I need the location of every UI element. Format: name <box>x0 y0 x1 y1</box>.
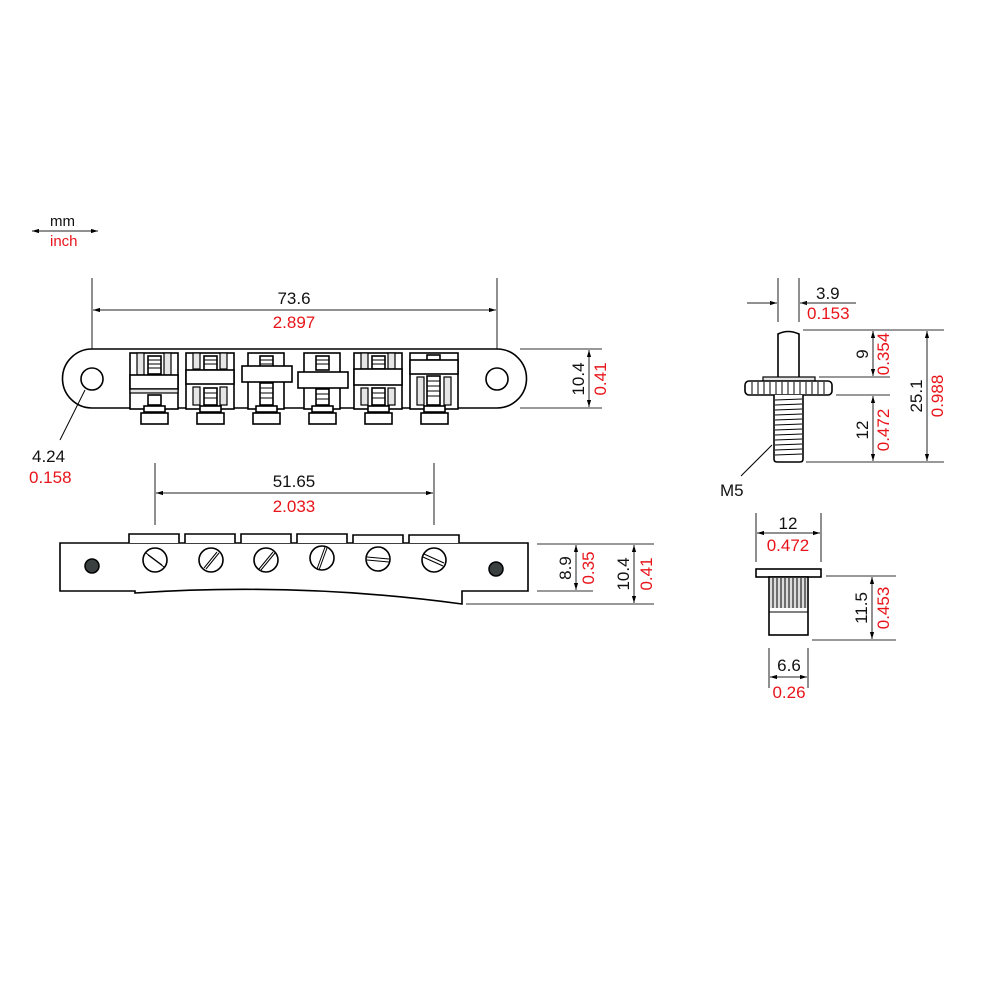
anchor-view: 12 0.472 11.5 0.453 6.6 0.26 <box>755 513 896 702</box>
overall-length-mm: 73.6 <box>277 289 310 308</box>
intonation-screws <box>142 545 447 573</box>
body-height-mm: 8.9 <box>556 556 575 580</box>
saddle-3 <box>241 352 293 425</box>
flange-diameter-mm: 12 <box>779 514 798 533</box>
top-length-inch: 0.354 <box>874 333 893 376</box>
post-spacing-mm: 51.65 <box>273 472 316 491</box>
flange-diameter-inch: 0.472 <box>767 536 810 555</box>
anchor-height-mm: 11.5 <box>852 592 871 624</box>
anchor-height-inch: 0.453 <box>874 587 893 630</box>
screw-5 <box>365 546 391 572</box>
bridge-side-view: 51.65 2.033 8.9 0.3 <box>59 463 656 605</box>
saddle-2 <box>185 352 235 425</box>
mount-hole-left <box>80 367 104 391</box>
thread-leader-line <box>740 444 773 477</box>
hole-leader-line <box>59 389 86 441</box>
post-dot-left <box>84 558 100 574</box>
top-length-mm: 9 <box>853 349 872 358</box>
post-diameter-mm: 3.9 <box>816 284 840 303</box>
thread-size-label: M5 <box>720 481 744 500</box>
post-diameter-inch: 0.153 <box>807 304 850 323</box>
hole-diameter-inch: 0.158 <box>29 468 72 487</box>
thread-length-mm: 12 <box>853 421 872 440</box>
height-inch: 0.41 <box>591 362 610 395</box>
thumbwheel-knurl <box>751 382 825 394</box>
hole-diameter-mm: 4.24 <box>32 447 65 466</box>
height-mm: 10.4 <box>569 362 588 395</box>
bridge-side-body <box>59 542 529 605</box>
side-saddles <box>128 533 460 543</box>
total-height-mm: 10.4 <box>614 557 633 590</box>
stud-post <box>777 330 800 380</box>
screw-2 <box>198 547 224 573</box>
bridge-top-view: 73.6 2.897 <box>29 278 610 487</box>
saddles <box>129 352 459 425</box>
total-length-inch: 0.988 <box>928 375 947 418</box>
screw-4 <box>309 545 335 571</box>
legend-mm-label: mm <box>50 213 75 230</box>
total-length-mm: 25.1 <box>907 379 926 412</box>
saddle-4 <box>297 352 349 425</box>
overall-length-inch: 2.897 <box>273 313 316 332</box>
total-height-inch: 0.41 <box>637 557 656 590</box>
body-height-inch: 0.35 <box>579 551 598 584</box>
saddle-5 <box>353 352 403 425</box>
saddle-1 <box>129 352 179 425</box>
thread-lines <box>774 398 803 456</box>
anchor-body-diameter-mm: 6.6 <box>777 656 801 675</box>
thread-length-inch: 0.472 <box>874 409 893 452</box>
legend-inch-label: inch <box>50 233 78 250</box>
unit-legend: mm inch <box>32 213 98 250</box>
saddle-6 <box>409 352 459 425</box>
screw-3 <box>253 547 279 573</box>
screw-6 <box>421 547 447 573</box>
post-dot-right <box>488 561 504 577</box>
anchor-body-diameter-inch: 0.26 <box>772 683 805 702</box>
anchor-flange <box>755 568 822 578</box>
post-spacing-inch: 2.033 <box>273 497 316 516</box>
anchor-knurl <box>769 578 808 613</box>
screw-1 <box>142 547 168 573</box>
stud-view: 3.9 0.153 M5 9 0.354 12 0.472 25.1 0.988 <box>720 278 947 500</box>
mount-hole-right <box>485 367 509 391</box>
